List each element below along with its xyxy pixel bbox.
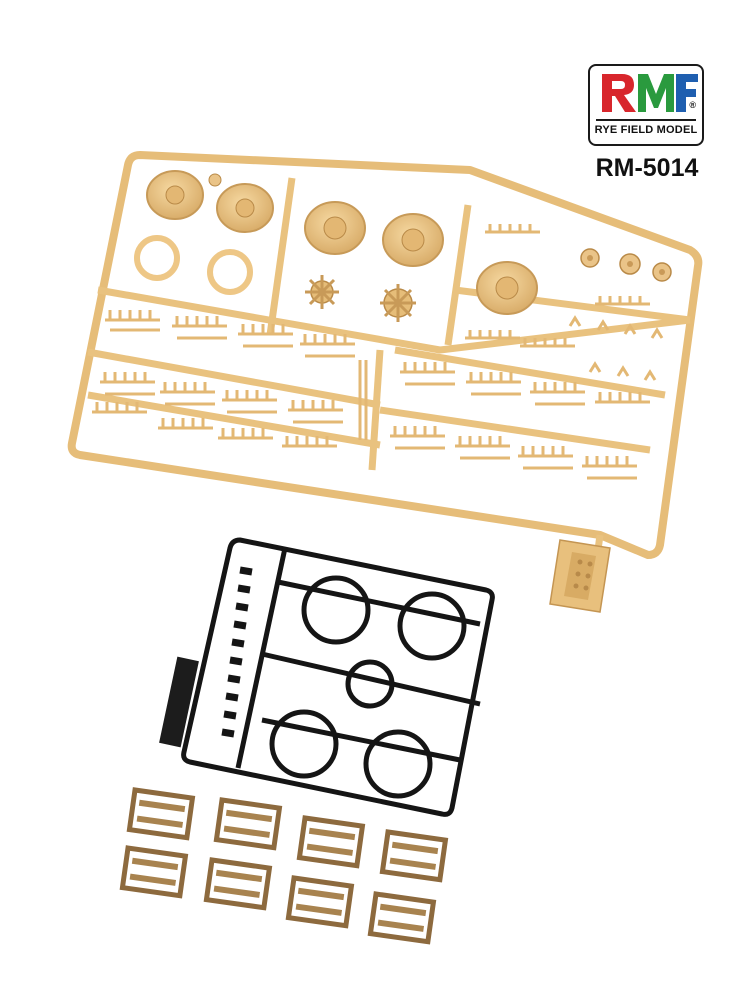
part-cluster (218, 428, 273, 440)
tan-ring (207, 249, 253, 295)
part-cluster (300, 334, 355, 358)
part-cluster (568, 315, 664, 339)
part-cluster (400, 362, 455, 386)
tan-ring (134, 235, 180, 281)
hub-cap (619, 253, 641, 275)
part-cluster (172, 316, 227, 340)
hub-cap (652, 262, 672, 282)
part-cluster (465, 330, 520, 340)
track-link (213, 797, 283, 851)
black-ring (363, 729, 433, 799)
brand-logo: ® RYE FIELD MODEL (588, 64, 704, 146)
road-wheel (146, 170, 204, 220)
road-wheel (216, 183, 274, 233)
logo-divider (596, 119, 696, 121)
part-cluster (530, 382, 585, 406)
part-cluster (520, 338, 575, 348)
black-sprue-frame (181, 537, 495, 817)
tan-extension (549, 539, 611, 613)
product-code: RM-5014 (595, 154, 699, 182)
black-ring (397, 591, 467, 661)
black-ring (269, 709, 339, 779)
part-cluster (105, 310, 160, 332)
track-link (119, 845, 189, 899)
part-cluster (455, 436, 510, 460)
track-link (379, 829, 449, 883)
part-cluster (160, 382, 215, 406)
part-cluster (485, 224, 540, 234)
part-cluster (595, 392, 650, 404)
road-wheels (146, 170, 672, 315)
logo-subtitle: RYE FIELD MODEL (594, 124, 698, 136)
part-cluster (282, 436, 337, 448)
hub-cap (580, 248, 600, 268)
tan-sprue-frame (67, 151, 703, 559)
part-cluster (238, 324, 293, 348)
part-cluster (390, 426, 445, 450)
tan-rings (134, 235, 253, 295)
track-links (119, 787, 449, 945)
part-cluster (222, 390, 277, 414)
road-wheel (382, 213, 444, 267)
part-cluster (358, 360, 368, 440)
part-cluster (518, 446, 573, 470)
part-cluster (100, 372, 155, 396)
part-cluster (288, 400, 343, 424)
black-sprue (181, 537, 495, 817)
road-wheel (476, 261, 538, 315)
rmf-logo-letters-icon (602, 74, 698, 112)
small-part-rows (92, 224, 664, 480)
tan-sprue (67, 151, 703, 611)
part-cluster (595, 296, 650, 306)
black-ring (301, 575, 371, 645)
black-sprue-tab (159, 656, 199, 748)
part-cluster (582, 456, 637, 480)
sprocket (305, 275, 339, 309)
track-link (203, 857, 273, 911)
track-link (285, 875, 355, 929)
sprocket (380, 284, 416, 322)
small-knob (208, 173, 222, 187)
part-cluster (92, 402, 147, 414)
track-link (296, 815, 366, 869)
part-cluster (158, 418, 213, 430)
part-cluster (466, 372, 521, 396)
track-link (126, 787, 196, 841)
road-wheel (304, 201, 366, 255)
registered-mark: ® (689, 100, 696, 110)
black-ring (345, 659, 395, 709)
track-link (367, 891, 437, 945)
part-cluster (588, 361, 657, 381)
drive-sprockets (305, 275, 416, 322)
